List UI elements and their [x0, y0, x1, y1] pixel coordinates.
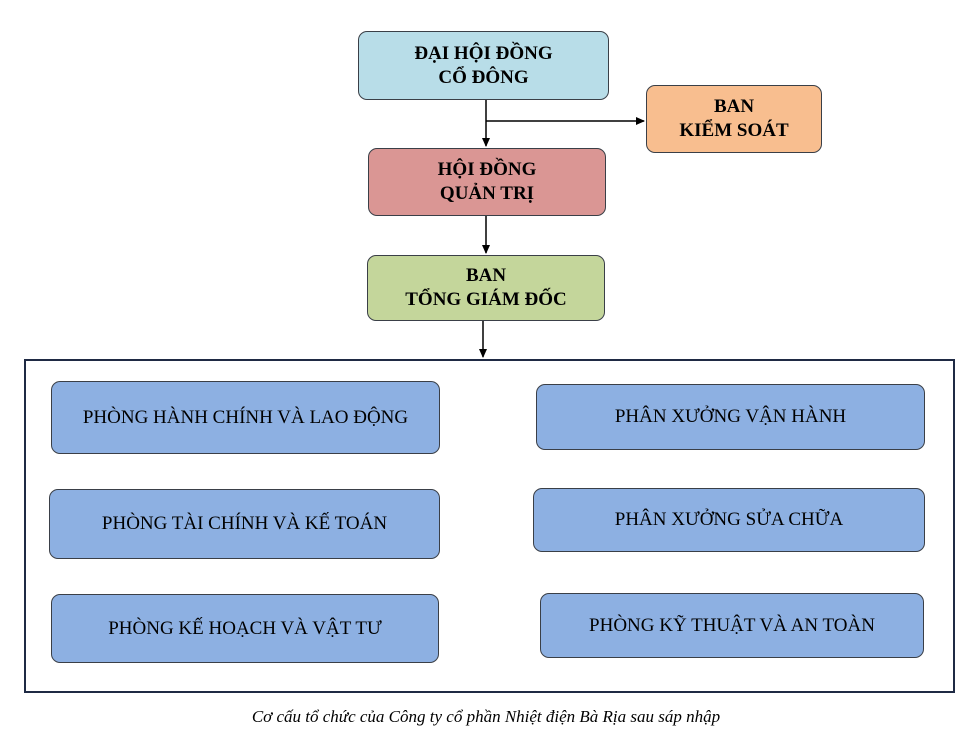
board-line1: HỘI ĐỒNG — [437, 159, 537, 180]
dept-planning-materials-label: PHÒNG KẾ HOẠCH VÀ VẬT TƯ — [108, 617, 382, 639]
dept-operation-workshop: PHÂN XƯỞNG VẬN HÀNH — [536, 384, 925, 450]
shareholders-line1: ĐẠI HỘI ĐỒNG — [414, 42, 553, 64]
supervisory-box: BAN KIỂM SOÁT — [646, 85, 822, 153]
supervisory-line1: BAN — [713, 96, 755, 117]
board-box: HỘI ĐỒNG QUẢN TRỊ — [368, 148, 606, 216]
dept-technical-safety: PHÒNG KỸ THUẬT VÀ AN TOÀN — [540, 593, 924, 658]
dept-admin-labor: PHÒNG HÀNH CHÍNH VÀ LAO ĐỘNG — [51, 381, 440, 454]
dept-finance-accounting-label: PHÒNG TÀI CHÍNH VÀ KẾ TOÁN — [101, 513, 388, 534]
management-line2: TỔNG GIÁM ĐỐC — [405, 289, 567, 310]
dept-repair-workshop: PHÂN XƯỞNG SỬA CHỮA — [533, 488, 925, 552]
departments-container — [24, 359, 955, 693]
supervisory-line2: KIỂM SOÁT — [679, 120, 789, 141]
diagram-caption: Cơ cấu tổ chức của Công ty cổ phần Nhiệt… — [251, 707, 721, 726]
board-line2: QUẢN TRỊ — [439, 183, 535, 204]
dept-technical-safety-label: PHÒNG KỸ THUẬT VÀ AN TOÀN — [589, 614, 875, 636]
management-line1: BAN — [465, 265, 507, 286]
dept-operation-workshop-label: PHÂN XƯỞNG VẬN HÀNH — [614, 406, 847, 427]
dept-planning-materials: PHÒNG KẾ HOẠCH VÀ VẬT TƯ — [51, 594, 439, 663]
management-box: BAN TỔNG GIÁM ĐỐC — [367, 255, 605, 321]
dept-finance-accounting: PHÒNG TÀI CHÍNH VÀ KẾ TOÁN — [49, 489, 440, 559]
shareholders-line2: CỔ ĐÔNG — [438, 66, 529, 88]
dept-admin-labor-label: PHÒNG HÀNH CHÍNH VÀ LAO ĐỘNG — [82, 406, 409, 428]
shareholders-box: ĐẠI HỘI ĐỒNG CỔ ĐÔNG — [358, 31, 609, 100]
dept-repair-workshop-label: PHÂN XƯỞNG SỬA CHỮA — [614, 509, 844, 530]
